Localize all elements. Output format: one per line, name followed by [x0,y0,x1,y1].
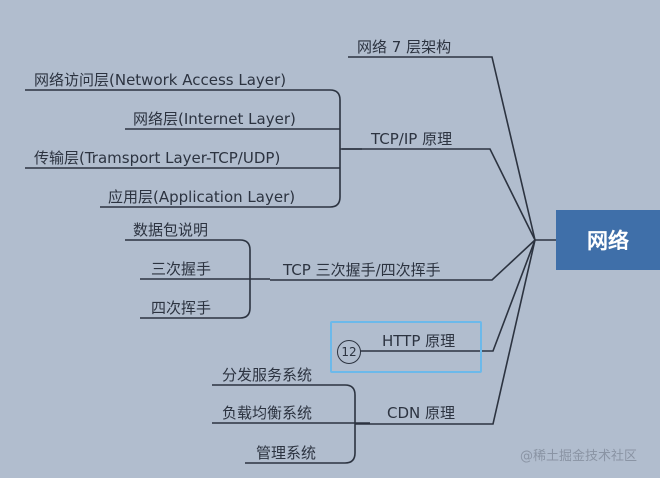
badge-count[interactable]: 12 [337,340,361,364]
branch-cdn[interactable]: CDN 原理 [387,404,456,422]
node-management[interactable]: 管理系统 [256,444,317,462]
node-application-layer[interactable]: 应用层(Application Layer) [108,188,296,206]
branch-tcp-handshake[interactable]: TCP 三次握手/四次挥手 [283,261,441,279]
node-internet-layer[interactable]: 网络层(Internet Layer) [133,110,296,128]
branch-tcpip[interactable]: TCP/IP 原理 [371,130,453,148]
connector-b3 [360,239,536,352]
node-three-way[interactable]: 三次握手 [151,260,212,278]
root-node[interactable]: 网络 [556,210,660,270]
bracket-tcpip [25,89,362,208]
node-packet[interactable]: 数据包说明 [133,221,209,239]
connector-b4 [355,239,536,425]
connector-b0 [348,56,536,241]
node-load-balance[interactable]: 负载均衡系统 [222,404,313,422]
branch-network-7-layers[interactable]: 网络 7 层架构 [357,38,452,56]
branch-http[interactable]: HTTP 原理 [382,332,456,350]
node-network-access-layer[interactable]: 网络访问层(Network Access Layer) [34,71,287,89]
watermark: @稀土掘金技术社区 [520,449,638,464]
node-distribution[interactable]: 分发服务系统 [222,366,313,384]
node-four-way[interactable]: 四次挥手 [151,299,212,317]
bracket-cdn [212,384,370,464]
selection-box [330,321,482,373]
node-transport-layer[interactable]: 传输层(Tramsport Layer-TCP/UDP) [34,149,281,167]
bracket-handshake [125,239,270,319]
connector-b1 [342,148,536,241]
connector-b2 [270,239,536,281]
